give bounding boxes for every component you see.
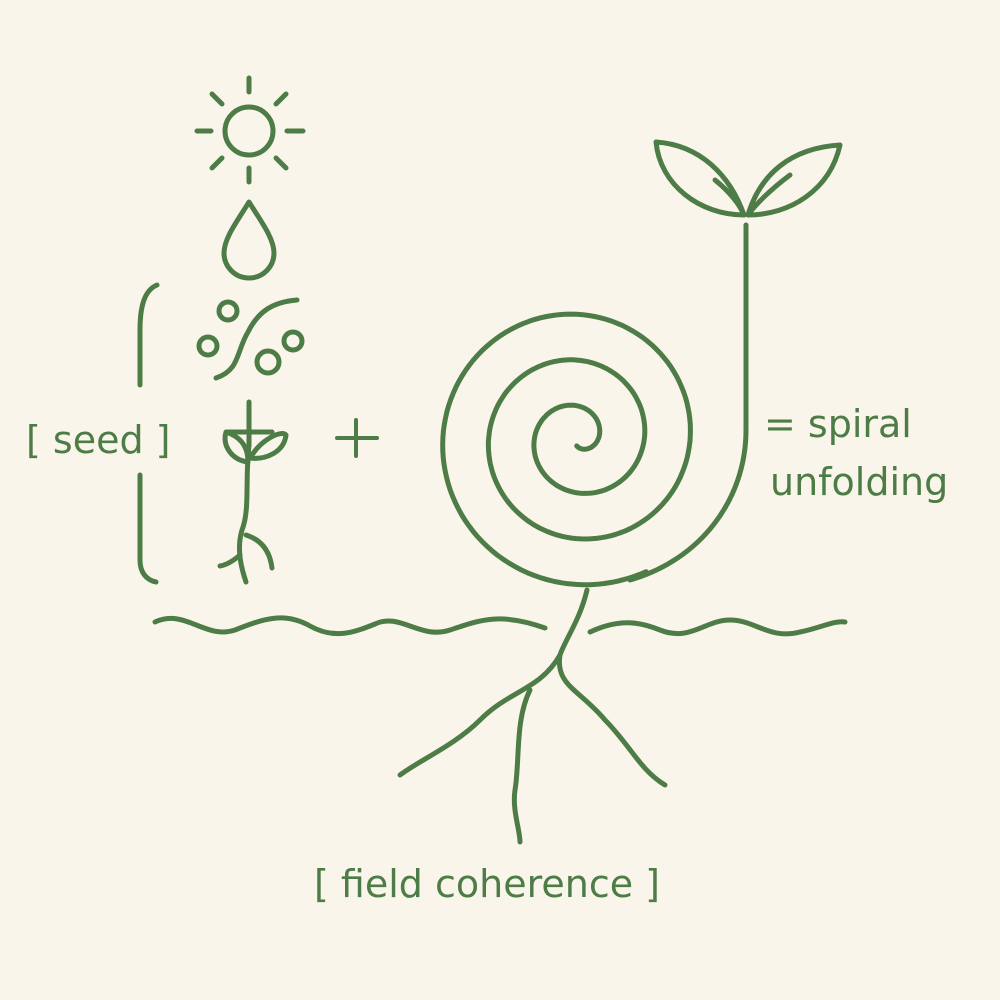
roots — [397, 587, 590, 778]
seed-label: [ seed ] — [26, 418, 171, 462]
unfolding-label: unfolding — [770, 460, 949, 504]
plus-icon — [335, 418, 379, 458]
ground-wave-left — [152, 615, 548, 637]
plus-icon — [225, 399, 275, 449]
field-coherence-label: [ field coherence ] — [314, 862, 661, 906]
sprout-icon — [217, 429, 289, 585]
water-drop-icon — [221, 199, 277, 281]
leaf-right — [745, 142, 843, 218]
leaf-left — [653, 139, 747, 218]
spiral — [440, 311, 693, 588]
soil-icon — [196, 297, 305, 381]
sun-icon — [194, 75, 306, 185]
spiral-plant-icon — [397, 139, 843, 845]
bracket — [137, 282, 160, 585]
ground-wave-right — [587, 617, 848, 637]
stem — [627, 222, 749, 583]
equals-spiral-label: = spiral — [764, 402, 912, 446]
